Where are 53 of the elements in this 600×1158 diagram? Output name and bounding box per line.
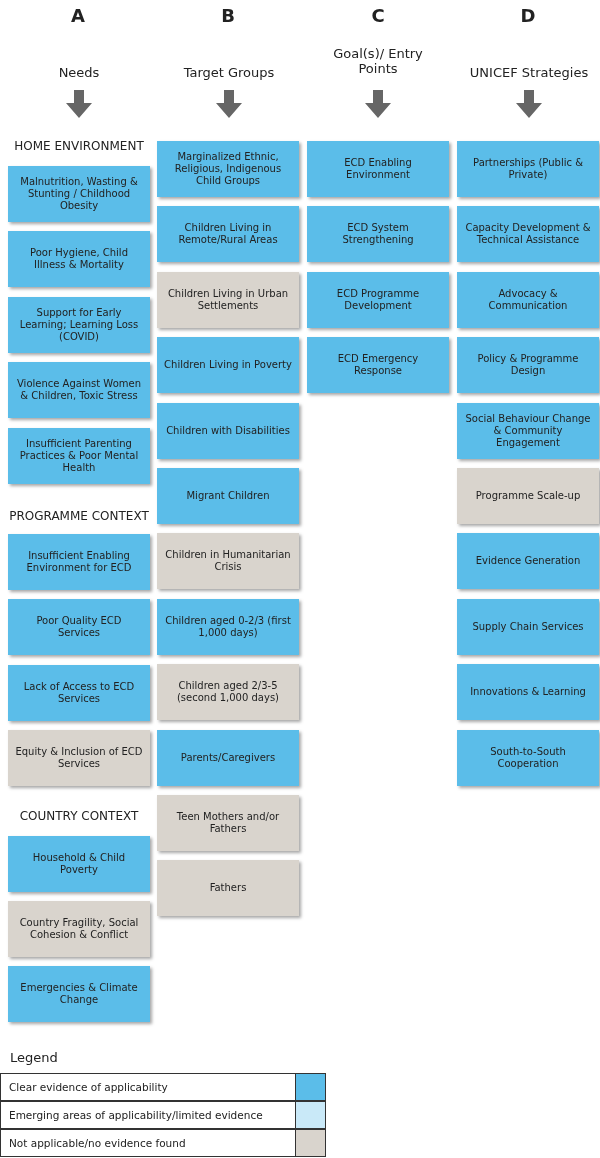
category-box: Advocacy & Communication bbox=[457, 271, 599, 328]
category-box: Household & Child Poverty bbox=[8, 836, 150, 892]
column-heading: Target Groups bbox=[182, 65, 276, 80]
category-box: Capacity Development & Technical Assistance bbox=[457, 206, 599, 263]
category-box: Support for Early Learning; Learning Loss (COVID) bbox=[8, 297, 150, 353]
category-box: ECD Enabling Environment bbox=[307, 141, 449, 197]
category-box: ECD System Strengthening bbox=[307, 206, 449, 263]
category-box: Marginalized Ethnic, Religious, Indigenous Child Groups bbox=[157, 141, 299, 197]
category-box: Country Fragility, Social Cohesion & Conflict bbox=[8, 901, 150, 957]
category-box: Children aged 0-2/3 (first 1,000 days) bbox=[157, 598, 299, 655]
column-letter: B bbox=[220, 8, 236, 23]
legend-text: Clear evidence of applicability bbox=[0, 1073, 296, 1101]
section-heading: HOME ENVIRONMENT bbox=[13, 139, 145, 154]
category-box: Supply Chain Services bbox=[457, 598, 599, 655]
column-letter: A bbox=[70, 8, 86, 23]
category-box: Social Behaviour Change & Community Engagement bbox=[457, 402, 599, 459]
section-heading: COUNTRY CONTEXT bbox=[18, 809, 140, 824]
category-box: Children Living in Poverty bbox=[157, 337, 299, 394]
category-box: Insufficient Parenting Practices & Poor Mental Health bbox=[8, 428, 150, 484]
column-heading: Goal(s)/ Entry Points bbox=[332, 46, 424, 76]
category-box: Malnutrition, Wasting & Stunting / Childhood Obesity bbox=[8, 166, 150, 222]
category-box: Children Living in Urban Settlements bbox=[157, 271, 299, 328]
category-box: Children with Disabilities bbox=[157, 402, 299, 459]
category-box: Equity & Inclusion of ECD Services bbox=[8, 730, 150, 786]
legend-title: Legend bbox=[10, 1050, 59, 1065]
category-box: ECD Emergency Response bbox=[307, 337, 449, 394]
category-box: Children Living in Remote/Rural Areas bbox=[157, 206, 299, 263]
category-box: Violence Against Women & Children, Toxic Stress bbox=[8, 362, 150, 418]
category-box: Programme Scale-up bbox=[457, 468, 599, 524]
legend-text: Emerging areas of applicability/limited evidence bbox=[0, 1101, 296, 1129]
category-box: Children in Humanitarian Crisis bbox=[157, 533, 299, 590]
category-box: South-to-South Cooperation bbox=[457, 729, 599, 786]
category-box: Parents/Caregivers bbox=[157, 729, 299, 786]
category-box: ECD Programme Development bbox=[307, 271, 449, 328]
column-heading: UNICEF Strategies bbox=[468, 65, 590, 80]
category-box: Children aged 2/3-5 (second 1,000 days) bbox=[157, 664, 299, 721]
category-box: Insufficient Enabling Environment for ECD bbox=[8, 534, 150, 590]
category-box: Migrant Children bbox=[157, 468, 299, 524]
category-box: Innovations & Learning bbox=[457, 664, 599, 721]
category-box: Evidence Generation bbox=[457, 533, 599, 590]
category-box: Policy & Programme Design bbox=[457, 337, 599, 394]
category-box: Teen Mothers and/or Fathers bbox=[157, 795, 299, 851]
category-box: Poor Hygiene, Child Illness & Mortality bbox=[8, 231, 150, 287]
legend-text: Not applicable/no evidence found bbox=[0, 1129, 296, 1157]
category-box: Partnerships (Public & Private) bbox=[457, 141, 599, 197]
category-box: Poor Quality ECD Services bbox=[8, 599, 150, 655]
section-heading: PROGRAMME CONTEXT bbox=[8, 509, 150, 524]
column-letter: C bbox=[370, 8, 386, 23]
column-letter: D bbox=[519, 8, 537, 23]
category-box: Emergencies & Climate Change bbox=[8, 966, 150, 1022]
category-box: Fathers bbox=[157, 860, 299, 917]
column-heading: Needs bbox=[57, 65, 101, 80]
category-box: Lack of Access to ECD Services bbox=[8, 665, 150, 721]
